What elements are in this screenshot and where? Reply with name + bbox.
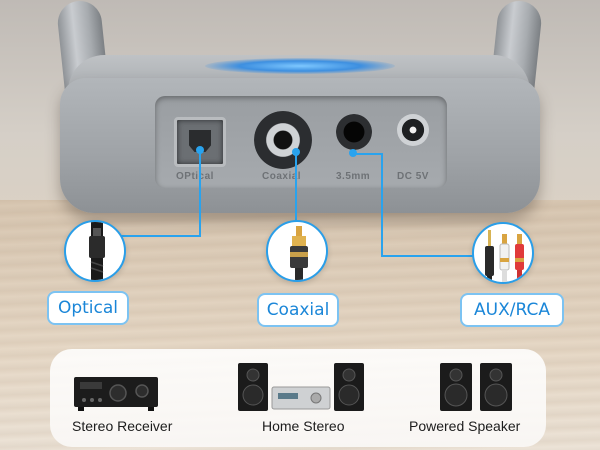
dc-power-port	[397, 114, 429, 146]
coaxial-connector-bubble	[266, 220, 328, 282]
port-label-3-5mm: 3.5mm	[336, 171, 371, 182]
coaxial-label: Coaxial	[257, 293, 339, 327]
coaxial-port	[254, 111, 312, 169]
coaxial-wire-v	[295, 152, 297, 224]
powered-speaker-icon	[440, 363, 512, 411]
aux-3-5mm-port	[336, 114, 372, 150]
device-label-stereo-receiver: Stereo Receiver	[72, 418, 173, 434]
aux-rca-label: AUX/RCA	[460, 293, 564, 327]
device-label-home-stereo: Home Stereo	[262, 418, 345, 434]
aux-wire-v	[381, 153, 383, 256]
port-label-optical: OPtical	[176, 171, 214, 182]
device-label-powered-speaker: Powered Speaker	[409, 418, 521, 434]
rca-plug-icon	[290, 226, 308, 280]
toslink-plug-icon	[89, 222, 105, 280]
stereo-receiver-icon	[74, 377, 158, 411]
aux-wire-h1	[352, 153, 382, 155]
port-label-dc: DC 5V	[397, 171, 429, 182]
optical-wire-h	[120, 235, 201, 237]
aux-rca-plugs-icon	[485, 230, 524, 282]
aux-wire-h2	[381, 255, 473, 257]
optical-connector-bubble	[64, 220, 126, 282]
home-stereo-icon	[238, 363, 364, 411]
port-label-coaxial: Coaxial	[262, 171, 302, 182]
optical-label: Optical	[47, 291, 129, 325]
optical-wire-v	[199, 150, 201, 236]
status-light	[205, 58, 395, 74]
aux-rca-connector-bubble	[472, 222, 534, 284]
